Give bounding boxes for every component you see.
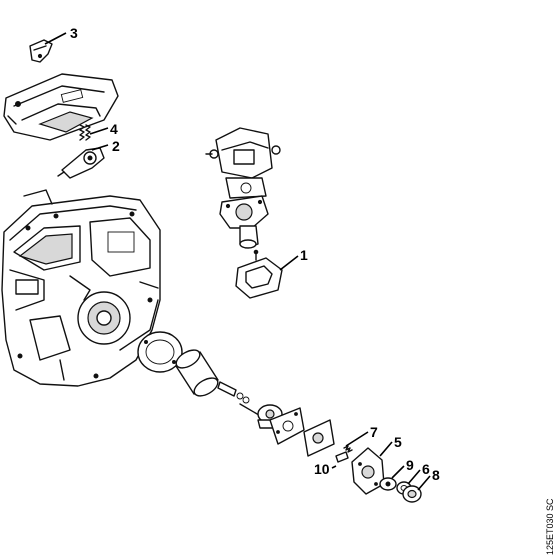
leader-lines	[44, 32, 431, 491]
part-shroud-cover	[3, 73, 119, 141]
part-washer	[379, 477, 397, 491]
part-clip	[29, 39, 53, 63]
callout-9: 9	[406, 457, 414, 473]
part-pump-plate	[269, 407, 305, 445]
part-carburetor	[205, 127, 281, 249]
part-gasket	[235, 249, 283, 299]
part-pump-cover-gasket	[137, 331, 183, 373]
callout-8: 8	[432, 467, 440, 483]
part-connector	[217, 381, 250, 404]
part-pump-cover	[351, 447, 385, 495]
part-lever	[57, 147, 105, 179]
part-crankcase	[1, 189, 161, 387]
callout-3: 3	[70, 25, 78, 41]
callout-2: 2	[112, 138, 120, 154]
callout-4: 4	[110, 121, 118, 137]
part-cylinder-filter	[175, 349, 219, 397]
callout-1: 1	[300, 247, 308, 263]
drawing-code: 125ET030 SC	[545, 498, 555, 555]
part-spring	[79, 124, 91, 141]
callout-10: 10	[314, 461, 330, 477]
part-cap	[402, 485, 422, 503]
part-spring-small	[343, 445, 353, 453]
part-pin	[335, 451, 349, 463]
callout-6: 6	[422, 461, 430, 477]
callout-7: 7	[370, 424, 378, 440]
part-pump-plate-2	[303, 419, 335, 457]
callout-5: 5	[394, 434, 402, 450]
